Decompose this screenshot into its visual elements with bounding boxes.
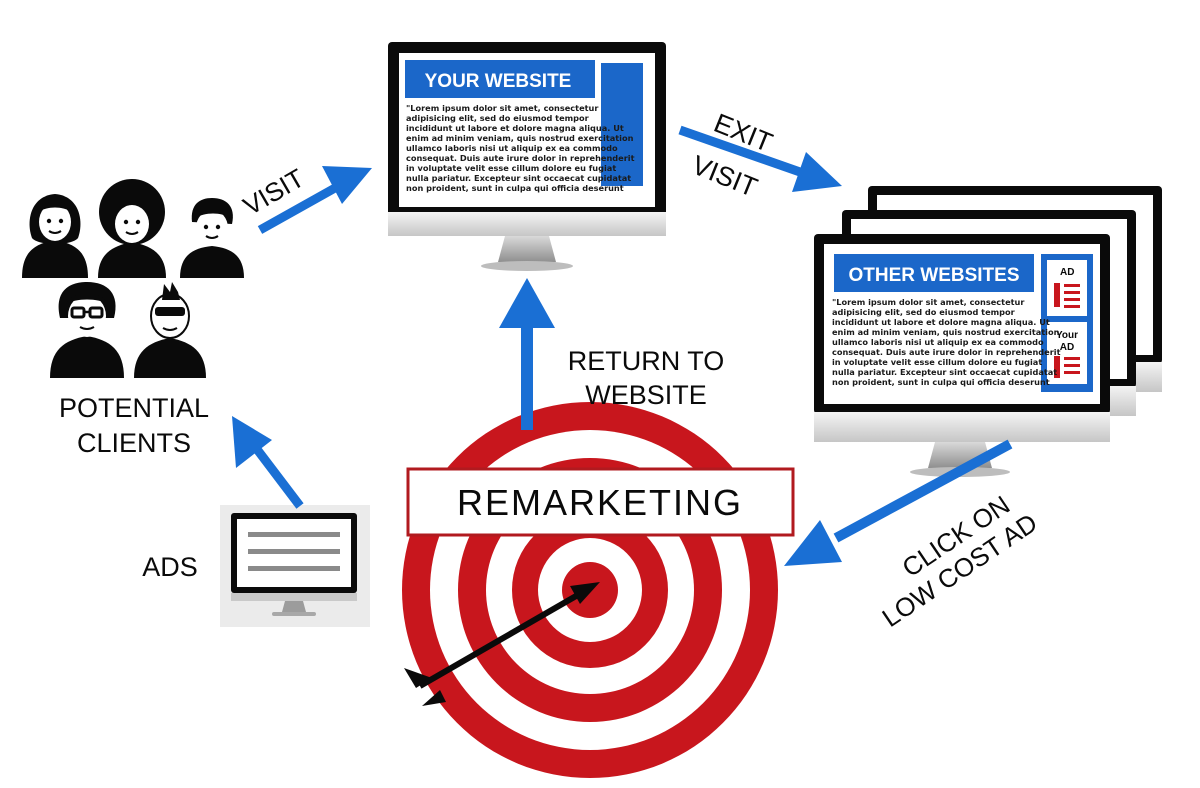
other-websites-title: OTHER WEBSITES bbox=[848, 265, 1019, 286]
body-line: non proident, sunt in culpa qui officia … bbox=[832, 377, 1050, 387]
body-line: incididunt ut labore et dolore magna ali… bbox=[406, 123, 624, 133]
arrow-icon bbox=[499, 278, 555, 430]
remarketing-label: REMARKETING bbox=[457, 482, 743, 523]
body-line: in voluptate velit esse cillum dolore eu… bbox=[406, 163, 616, 173]
your-website-monitor: YOUR WEBSITE "Lorem ipsum dolor sit amet… bbox=[388, 42, 666, 271]
ads-label: ADS bbox=[142, 552, 198, 582]
body-line: non proident, sunt in culpa qui officia … bbox=[406, 183, 624, 193]
return-label-line1: RETURN TO bbox=[568, 346, 725, 376]
your-website-body: "Lorem ipsum dolor sit amet, consectetur… bbox=[406, 103, 635, 193]
body-line: nulla pariatur. Excepteur sint occaecat … bbox=[832, 367, 1057, 377]
body-line: adipisicing elit, sed do eiusmod tempor bbox=[406, 113, 590, 123]
remarketing-banner: REMARKETING bbox=[406, 467, 795, 537]
body-line: consequat. Duis aute irure dolor in repr… bbox=[832, 347, 1061, 357]
target-icon bbox=[402, 402, 778, 778]
ads-monitor bbox=[220, 505, 370, 627]
other-websites-body: "Lorem ipsum dolor sit amet, consectetur… bbox=[832, 297, 1061, 387]
body-line: consequat. Duis aute irure dolor in repr… bbox=[406, 153, 635, 163]
body-line: ullamco laboris nisi ut aliquip ex ea co… bbox=[832, 337, 1044, 347]
person-icon bbox=[134, 282, 206, 378]
body-line: nulla pariatur. Excepteur sint occaecat … bbox=[406, 173, 631, 183]
body-line: "Lorem ipsum dolor sit amet, consectetur bbox=[406, 103, 599, 113]
body-line: enim ad minim veniam, quis nostrud exerc… bbox=[406, 133, 634, 143]
your-website-title: YOUR WEBSITE bbox=[425, 71, 572, 92]
arrow-icon bbox=[784, 439, 1013, 566]
person-icon bbox=[50, 282, 124, 378]
body-line: in voluptate velit esse cillum dolore eu… bbox=[832, 357, 1042, 367]
dart-arrow-icon bbox=[404, 582, 600, 706]
arrow-icon bbox=[257, 166, 372, 234]
your-ad-label-line2: AD bbox=[1060, 342, 1074, 353]
body-line: enim ad minim veniam, quis nostrud exerc… bbox=[832, 327, 1060, 337]
your-ad-label-line1: Your bbox=[1056, 330, 1078, 341]
other-websites-monitors: OTHER WEBSITES AD Your AD "Lorem ipsum d… bbox=[814, 186, 1162, 477]
person-icon bbox=[180, 198, 244, 278]
person-icon bbox=[22, 194, 88, 278]
clients-label-line2: CLIENTS bbox=[77, 428, 191, 458]
person-icon bbox=[98, 179, 166, 278]
potential-clients-group bbox=[22, 179, 244, 378]
clients-label-line1: POTENTIAL bbox=[59, 393, 209, 423]
body-line: ullamco laboris nisi ut aliquip ex ea co… bbox=[406, 143, 618, 153]
body-line: adipisicing elit, sed do eiusmod tempor bbox=[832, 307, 1016, 317]
return-label-line2: WEBSITE bbox=[585, 380, 707, 410]
ad-label: AD bbox=[1060, 267, 1074, 278]
arrow-icon bbox=[678, 125, 842, 192]
arrow-icon bbox=[232, 416, 304, 509]
body-line: "Lorem ipsum dolor sit amet, consectetur bbox=[832, 297, 1025, 307]
body-line: incididunt ut labore et dolore magna ali… bbox=[832, 317, 1050, 327]
